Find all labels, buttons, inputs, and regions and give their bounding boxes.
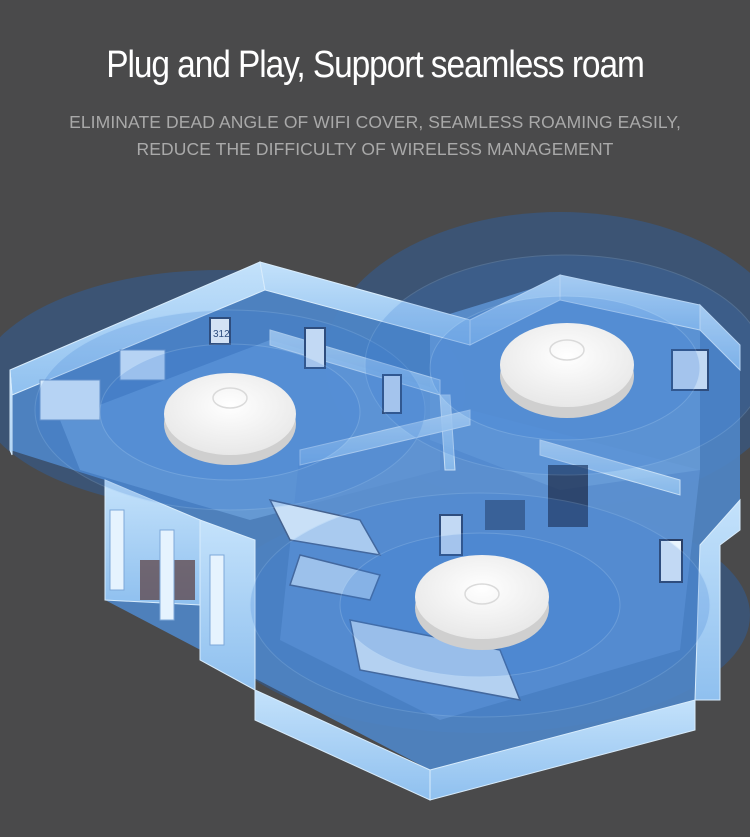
access-point-2 (500, 323, 634, 418)
access-point-1 (164, 373, 296, 465)
wall-art-text: 312 (213, 329, 230, 340)
house-walls (9, 261, 741, 801)
access-point-3 (415, 555, 549, 650)
subtitle-line-2: REDUCE THE DIFFICULTY OF WIRELESS MANAGE… (136, 139, 614, 159)
headline: Plug and Play, Support seamless roam (106, 44, 645, 86)
furniture: 312 (39, 317, 709, 701)
subtitle-line-1: ELIMINATE DEAD ANGLE OF WIFI COVER, SEAM… (69, 112, 681, 132)
